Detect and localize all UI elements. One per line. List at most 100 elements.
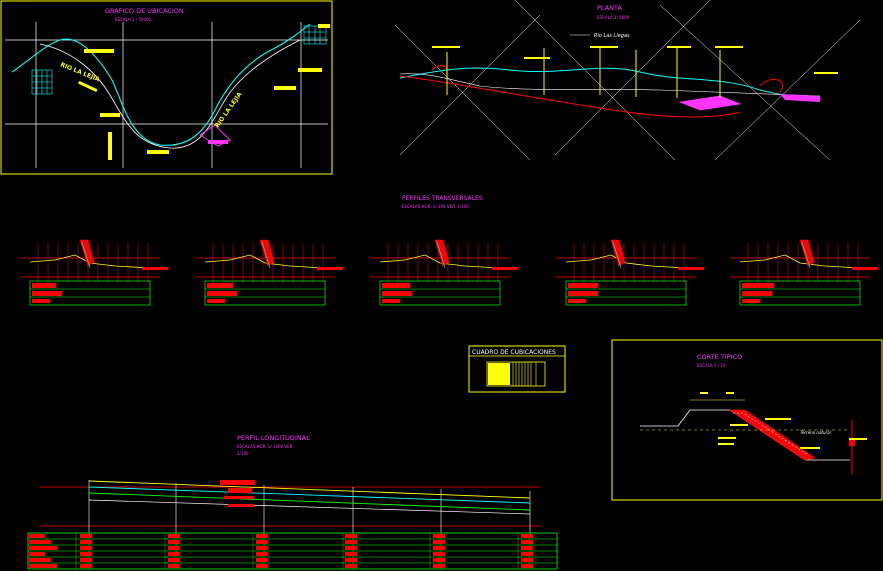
cross-section	[556, 239, 704, 306]
cross-section-structure	[610, 239, 626, 267]
place-label-block	[274, 86, 296, 90]
cuadro-frame	[468, 345, 566, 393]
corte-label-terreno: Terreno natural	[800, 430, 832, 435]
perfil-table-value	[168, 558, 180, 562]
cross-section-table-fill	[568, 291, 598, 296]
corte-marker	[849, 440, 855, 446]
perfil-table-value	[521, 534, 533, 538]
perfil-table-value	[168, 534, 180, 538]
river-label-1: RIO LA LEJIA	[59, 61, 101, 83]
cross-section-group	[20, 239, 878, 306]
cuadro-columns	[512, 362, 537, 386]
perfil-table-value	[80, 558, 92, 562]
cross-section-table-fill	[742, 283, 774, 288]
perfil-structure	[224, 496, 254, 499]
cross-section	[20, 239, 168, 306]
planta-structure	[678, 95, 742, 111]
cross-section-table-fill	[207, 299, 225, 303]
river-label-2: RIO LA LEJIA	[214, 91, 244, 129]
cross-section-table	[379, 280, 501, 306]
perfil-scale: ESCALAS HOR. 1/ 1000 VER.	[237, 444, 294, 449]
cross-section-label	[492, 267, 518, 270]
cross-section-table-fill	[207, 283, 233, 288]
ubicacion-scale: ESCALA 1 / 50000	[115, 17, 152, 22]
cross-section-label	[678, 267, 704, 270]
perfil-structure	[220, 480, 255, 485]
cross-section-table-fill	[382, 291, 412, 296]
perfil-table-value	[80, 540, 92, 544]
perfil-table-value	[433, 540, 445, 544]
corte-section-outline	[640, 409, 850, 461]
perfil-table-value	[433, 552, 445, 556]
perfil-scale-2: 1/100	[237, 451, 249, 456]
cross-section-water	[261, 241, 271, 269]
cross-section	[730, 239, 878, 306]
place-label-block	[298, 68, 322, 72]
cross-section-terrain	[204, 254, 326, 269]
perfil-table-value	[256, 546, 268, 550]
perfil-structure	[228, 488, 252, 493]
planta-alignment	[399, 75, 741, 118]
perfil-table-value	[256, 552, 268, 556]
perfil-data-table	[27, 532, 558, 570]
perfil-table-value	[256, 564, 268, 568]
cross-section-water	[81, 241, 91, 269]
ubicacion-frame	[0, 0, 333, 175]
cross-section-structure	[259, 239, 275, 267]
perfil-table-value	[256, 534, 268, 538]
cross-section-table	[565, 280, 687, 306]
planta-title: PLANTA	[597, 4, 622, 12]
corte-title: CORTE TIPICO	[697, 353, 742, 361]
cross-section-table-fill	[207, 291, 237, 296]
cross-section-label	[852, 267, 878, 270]
perfil-table-value	[256, 540, 268, 544]
place-label-block	[318, 24, 330, 28]
perfil-table-value	[80, 546, 92, 550]
cross-section-structure	[434, 239, 450, 267]
perfil-table-label	[29, 546, 57, 550]
perfil-table-value	[433, 558, 445, 562]
corte-frame	[611, 339, 883, 501]
perfil-title: PERFIL LONGITUDINAL	[237, 434, 310, 442]
perfil-water-line	[88, 486, 531, 504]
cross-section-table-fill	[742, 291, 772, 296]
cross-section-table-fill	[568, 283, 598, 288]
cross-section-terrain	[379, 254, 501, 269]
town-grid-right	[303, 25, 327, 45]
perfiles-title: PERFILES TRANSVERSALES	[402, 195, 483, 202]
cuadro-cubicaciones: CUADRO DE CUBICACIONES	[468, 345, 566, 393]
cross-section-table-fill	[742, 299, 760, 303]
perfil-bottom-line	[88, 499, 531, 515]
cuadro-title: CUADRO DE CUBICACIONES	[472, 349, 556, 356]
perfil-table-label	[29, 534, 45, 538]
perfil-table-value	[521, 558, 533, 562]
perfil-table-value	[345, 540, 357, 544]
cross-section-table	[29, 280, 151, 306]
corte-scale: ESCALA 1 / 10	[697, 363, 726, 368]
planta-diagonal-grid	[394, 0, 861, 161]
site-label-block	[208, 140, 228, 144]
perfil-table-label	[29, 552, 45, 556]
perfil-table-value	[80, 552, 92, 556]
corte-tipico-panel: CORTE TIPICO ESCALA 1 / 10 Terreno natur…	[611, 339, 883, 501]
perfil-table-value	[168, 546, 180, 550]
perfil-table-value	[345, 564, 357, 568]
perfil-table-value	[168, 540, 180, 544]
perfil-table-value	[345, 558, 357, 562]
perfil-table-value	[521, 564, 533, 568]
planta-station-markers	[446, 48, 721, 98]
corte-hatch	[733, 412, 809, 456]
perfil-table-label	[29, 540, 51, 544]
cross-section-table	[204, 280, 326, 306]
planta-road	[399, 73, 821, 97]
place-label-block	[100, 113, 120, 117]
corte-annotation-labels	[700, 392, 867, 449]
perfil-table-value	[521, 546, 533, 550]
place-label-block	[108, 132, 112, 160]
cross-section-water	[801, 241, 811, 269]
place-label-block	[84, 49, 114, 53]
planta-structure	[780, 94, 820, 102]
perfil-table-value	[345, 552, 357, 556]
perfil-table-value	[521, 540, 533, 544]
